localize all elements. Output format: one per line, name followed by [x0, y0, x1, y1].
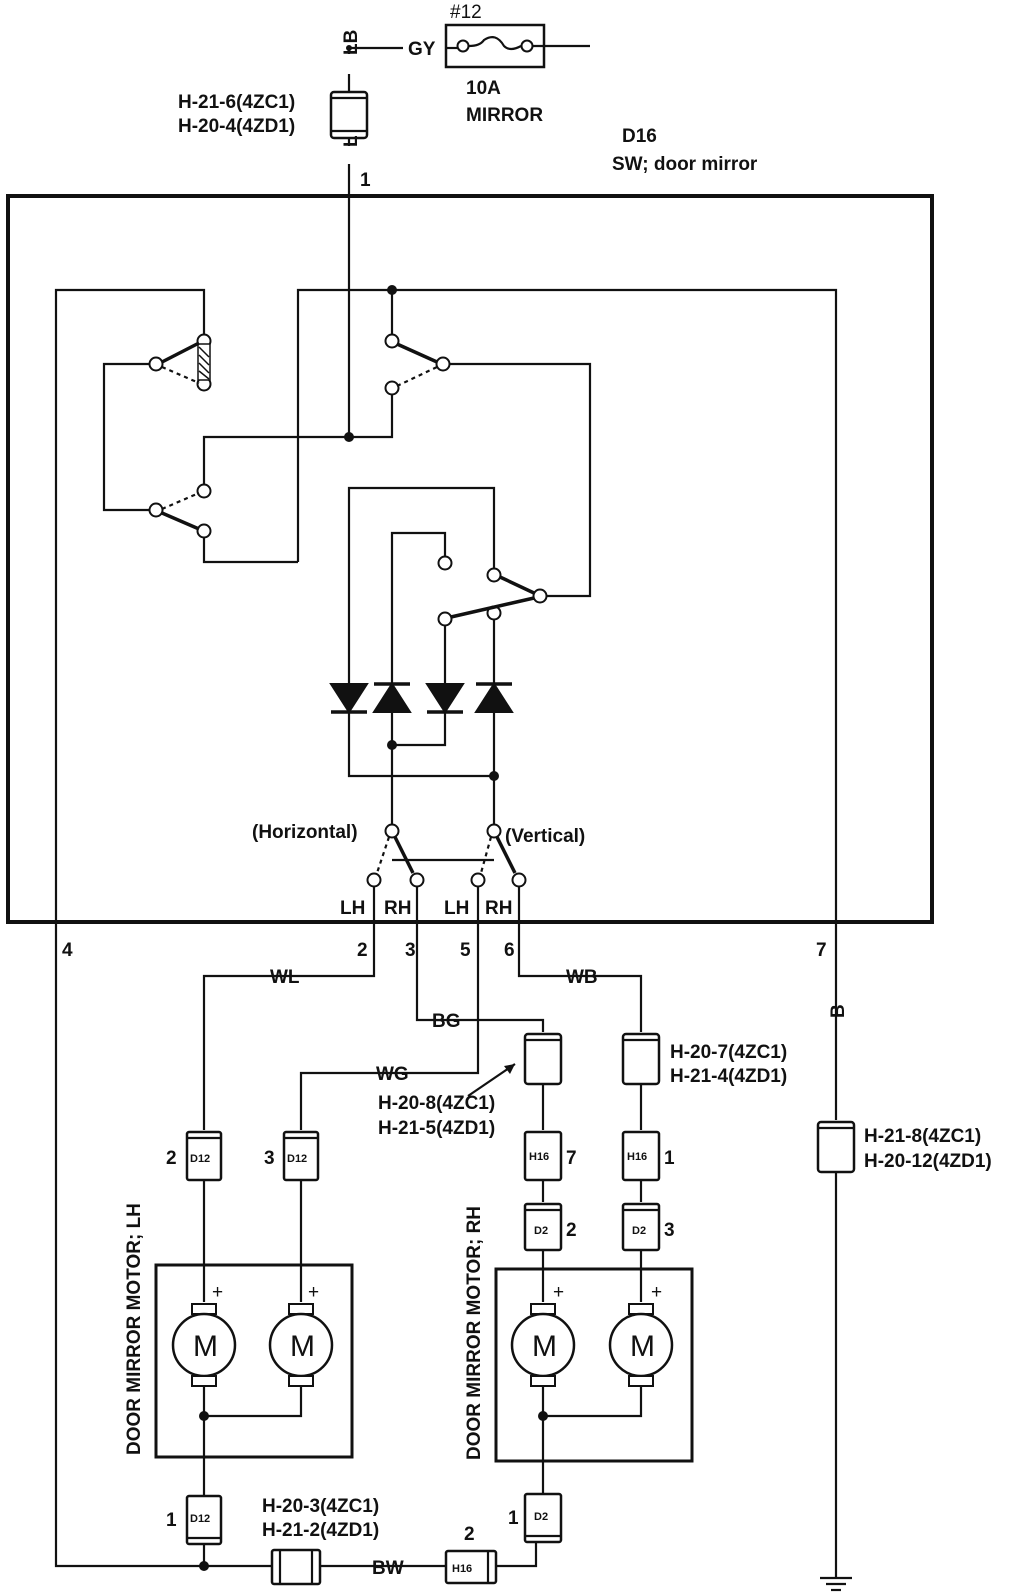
label-horizontal: (Horizontal)	[252, 822, 358, 843]
pin-4: 4	[62, 940, 73, 961]
connector-h16-7: H16 7	[523, 1130, 577, 1202]
d2-pin-3: 3	[664, 1220, 675, 1241]
pin-1: 1	[360, 170, 371, 191]
svg-text:D12: D12	[190, 1153, 210, 1165]
connector-b-line1: H-21-8(4ZC1)	[864, 1126, 981, 1147]
h16-pin-7: 7	[566, 1148, 577, 1169]
svg-text:D12: D12	[287, 1153, 307, 1165]
wire-label-wg: WG	[376, 1064, 409, 1085]
wire-label-b: B	[828, 1004, 849, 1018]
svg-text:D12: D12	[190, 1513, 210, 1525]
svg-text:H16: H16	[529, 1151, 549, 1163]
svg-text:D2: D2	[534, 1225, 548, 1237]
label-lh-1: LH	[340, 898, 365, 919]
svg-text:D2: D2	[534, 1511, 548, 1523]
svg-text:+: +	[553, 1282, 564, 1303]
label-lh-2: LH	[444, 898, 469, 919]
fuse-terminal-right	[520, 39, 534, 53]
pin-2: 2	[357, 940, 368, 961]
switch-internal: (Horizontal) (Vertical) LH RH LH RH	[54, 198, 838, 940]
connector-d12-3: D12 3	[264, 1130, 320, 1302]
wire-label-bg: BG	[432, 1011, 461, 1032]
svg-text:H16: H16	[627, 1151, 647, 1163]
pin-5: 5	[460, 940, 471, 961]
motor-rh-title: DOOR MIRROR MOTOR; RH	[464, 1206, 485, 1460]
connector-bg-line2: H-21-5(4ZD1)	[378, 1118, 495, 1139]
fuse-element	[468, 35, 522, 51]
h16-pin-2: 2	[464, 1524, 475, 1545]
label-vertical: (Vertical)	[505, 826, 585, 847]
connector-d12-1: D12 1	[166, 1494, 223, 1571]
motor-lh-m1: M	[193, 1330, 218, 1363]
motor-lh-m2: M	[290, 1330, 315, 1363]
wire-label-lb: LB	[341, 30, 362, 55]
connector-d2-1: D2 1	[508, 1492, 563, 1544]
connector-b: H-21-8(4ZC1) H-20-12(4ZD1)	[816, 1120, 992, 1592]
fuse-rating: 10A	[466, 78, 501, 99]
svg-text:+: +	[651, 1282, 662, 1303]
door-mirror-switch-box	[6, 194, 934, 924]
label-rh-2: RH	[485, 898, 512, 919]
wire-label-bw: BW	[372, 1558, 404, 1579]
motor-rh-m1: M	[532, 1330, 557, 1363]
d12-pin-2: 2	[166, 1148, 177, 1169]
wire-label-wb: WB	[566, 967, 598, 988]
connector-d12-2: D12 2	[166, 1130, 223, 1302]
svg-text:H16: H16	[452, 1563, 472, 1575]
d2-pin-2: 2	[566, 1220, 577, 1241]
connector-wb-line1: H-20-7(4ZC1)	[670, 1042, 787, 1063]
connector-top-line2: H-20-4(4ZD1)	[178, 116, 295, 137]
wire-label-wl: WL	[270, 967, 300, 988]
fuse-terminal-left	[456, 39, 470, 53]
connector-h16-2: H16 2	[444, 1524, 498, 1585]
motor-rh-m2: M	[630, 1330, 655, 1363]
door-mirror-motor-lh: DOOR MIRROR MOTOR; LH + + M M	[124, 1203, 354, 1510]
wire-label-gy: GY	[408, 39, 436, 60]
d2-pin-1: 1	[508, 1508, 519, 1529]
connector-d2-2: D2 2	[523, 1202, 577, 1302]
switch-name: SW; door mirror	[612, 154, 758, 175]
wire-label-l: L	[341, 135, 362, 147]
connector-bw-line2: H-21-2(4ZD1)	[262, 1520, 379, 1541]
wire-gy-lb: GY LB	[341, 30, 458, 91]
connector-bg: H-20-8(4ZC1) H-21-5(4ZD1)	[378, 1032, 563, 1139]
fuse-name: MIRROR	[466, 105, 543, 126]
fuse-12: #12 10A MIRROR	[444, 2, 590, 126]
svg-text:D2: D2	[632, 1225, 646, 1237]
connector-d2-3: D2 3	[621, 1202, 675, 1302]
connector-bw-line1: H-20-3(4ZC1)	[262, 1496, 379, 1517]
d12-pin-1: 1	[166, 1510, 177, 1531]
connector-top: H-21-6(4ZC1) H-20-4(4ZD1) L 1	[178, 90, 371, 196]
switch-code: D16	[622, 126, 657, 147]
door-mirror-motor-rh: DOOR MIRROR MOTOR; RH + + M M	[464, 1206, 694, 1494]
pin-3: 3	[405, 940, 416, 961]
pin-6: 6	[504, 940, 515, 961]
svg-text:+: +	[308, 1282, 319, 1303]
label-rh-1: RH	[384, 898, 411, 919]
d12-pin-3: 3	[264, 1148, 275, 1169]
connector-bw: H-20-3(4ZC1) H-21-2(4ZD1) BW	[262, 1496, 404, 1586]
connector-wb: H-20-7(4ZC1) H-21-4(4ZD1)	[621, 1032, 787, 1130]
connector-wb-line2: H-21-4(4ZD1)	[670, 1066, 787, 1087]
connector-h16-1: H16 1	[621, 1130, 675, 1202]
h16-pin-1: 1	[664, 1148, 675, 1169]
pin-7: 7	[816, 940, 827, 961]
connector-top-line1: H-21-6(4ZC1)	[178, 92, 295, 113]
fuse-number: #12	[450, 2, 482, 23]
connector-b-line2: H-20-12(4ZD1)	[864, 1151, 992, 1172]
svg-text:+: +	[212, 1282, 223, 1303]
connector-bg-line1: H-20-8(4ZC1)	[378, 1093, 495, 1114]
motor-lh-title: DOOR MIRROR MOTOR; LH	[124, 1203, 145, 1455]
